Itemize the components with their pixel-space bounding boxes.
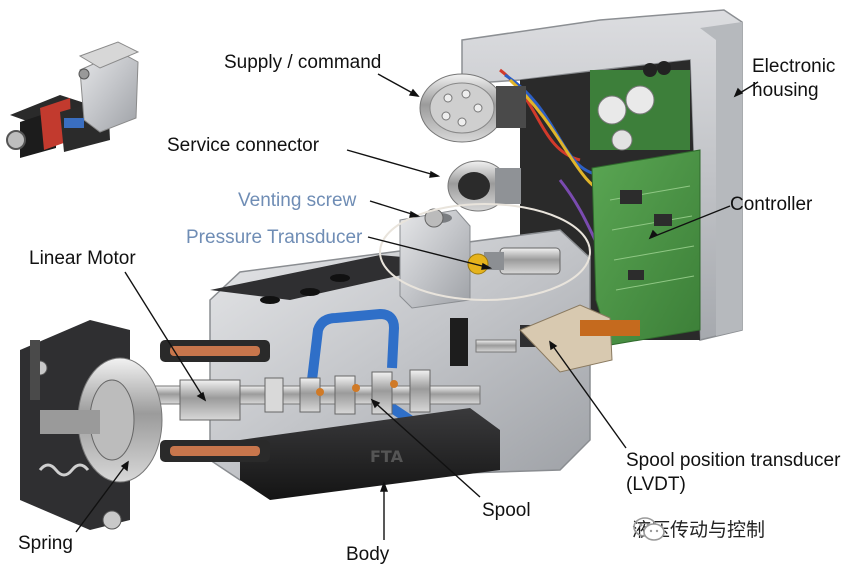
label-body: Body xyxy=(346,544,390,565)
label-controller: Controller xyxy=(730,194,813,215)
label-venting-screw: Venting screw xyxy=(238,190,357,211)
service-connector-part xyxy=(447,160,521,212)
label-electronic-housing-line1: Electronic xyxy=(752,56,836,77)
valve-body: FTA xyxy=(209,209,591,500)
label-spool: Spool xyxy=(482,500,531,521)
svg-text:FTA: FTA xyxy=(370,447,404,466)
supply-connector xyxy=(419,73,526,143)
label-spool-position-transducer-line1: Spool position transducer xyxy=(626,450,841,471)
leader-lines xyxy=(75,73,759,540)
watermark-text: 液压传动与控制 xyxy=(632,519,766,541)
label-spool-position-transducer-line2: (LVDT) xyxy=(626,474,686,495)
end-cap xyxy=(20,320,163,530)
label-supply-command: Supply / command xyxy=(224,52,382,73)
label-electronic-housing-line2: housing xyxy=(752,80,819,101)
highlight-ellipse xyxy=(379,203,591,301)
thumbnail-valve xyxy=(6,41,140,158)
label-pressure-transducer: Pressure Transducer xyxy=(186,227,363,248)
spool-assembly xyxy=(139,340,481,462)
watermark: 液压传动与控制 xyxy=(632,515,765,542)
label-linear-motor: Linear Motor xyxy=(29,248,136,269)
label-spring: Spring xyxy=(18,533,73,554)
label-service-connector: Service connector xyxy=(167,135,320,156)
lvdt-part xyxy=(475,304,640,373)
wechat-icon xyxy=(633,517,665,541)
